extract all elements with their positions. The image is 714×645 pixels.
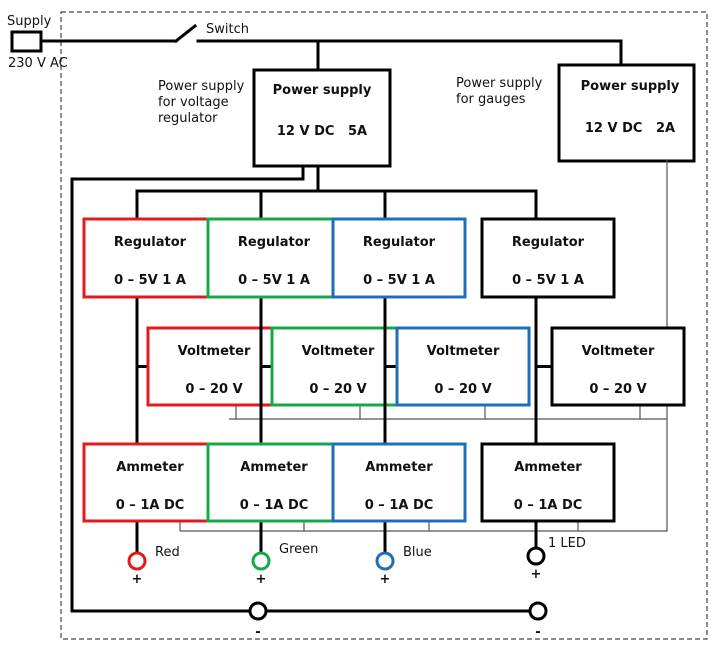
blue-ammeter: Ammeter 0 – 1A DC xyxy=(331,442,467,523)
voltmeter-rating: 0 – 20 V xyxy=(309,382,366,397)
mains-plug-icon xyxy=(10,30,43,53)
switch-icon xyxy=(173,23,198,44)
output-label: Red xyxy=(155,545,180,560)
red-ammeter: Ammeter 0 – 1A DC xyxy=(82,442,218,523)
output-terminal-icon[interactable] xyxy=(127,551,147,571)
ammeter-title: Ammeter xyxy=(365,460,433,475)
psu2-title: Power supply xyxy=(581,79,680,94)
regulator-rating: 0 – 5V 1 A xyxy=(512,273,584,288)
ground-polarity: - xyxy=(535,625,540,640)
ammeter-box xyxy=(82,442,218,523)
blue-regulator: Regulator 0 – 5V 1 A xyxy=(331,217,467,299)
green-regulator: Regulator 0 – 5V 1 A xyxy=(206,217,342,299)
gauge-supply-wire xyxy=(180,160,668,532)
voltmeter-rating: 0 – 20 V xyxy=(185,382,242,397)
regulator-title: Regulator xyxy=(114,235,187,250)
channel-red: Regulator 0 – 5V 1 A Voltmeter 0 – 20 V Amme… xyxy=(82,189,282,587)
black-ammeter: Ammeter 0 – 1A DC xyxy=(480,442,616,523)
regulator-rating: 0 – 5V 1 A xyxy=(238,273,310,288)
ammeter-title: Ammeter xyxy=(514,460,582,475)
psu1-caption-line2: for voltage xyxy=(158,95,229,110)
psu1-rating: 12 V DC 5A xyxy=(277,124,367,139)
psu2-rating: 12 V DC 2A xyxy=(585,121,675,136)
gauge-power-supply: Power supply for gauges Power supply 12 … xyxy=(456,63,696,163)
output-label: Blue xyxy=(403,545,432,560)
ground-return-wire xyxy=(70,164,540,613)
ammeter-rating: 0 – 1A DC xyxy=(240,498,309,513)
ground-polarity: - xyxy=(255,625,260,640)
red-voltmeter: Voltmeter 0 – 20 V xyxy=(146,326,282,407)
psu2-caption-line2: for gauges xyxy=(456,92,526,107)
channel-black: Regulator 0 – 5V 1 A Voltmeter 0 – 20 V Amme… xyxy=(480,189,686,582)
psu1-title: Power supply xyxy=(273,83,372,98)
enclosure-boundary xyxy=(60,11,708,640)
output-label: 1 LED xyxy=(548,536,586,551)
ground-terminal-icon[interactable] xyxy=(248,601,268,621)
voltmeter-rating: 0 – 20 V xyxy=(434,382,491,397)
ammeter-box xyxy=(206,442,342,523)
voltmeter-title: Voltmeter xyxy=(582,344,655,359)
output-terminal-icon[interactable] xyxy=(251,551,271,571)
terminal-polarity: + xyxy=(531,567,542,582)
voltmeter-box xyxy=(146,326,282,407)
regulator-box xyxy=(480,217,616,299)
terminal-polarity: + xyxy=(380,572,391,587)
output-label: Green xyxy=(279,542,318,557)
ammeter-title: Ammeter xyxy=(116,460,184,475)
voltmeter-box xyxy=(270,326,406,407)
terminal-polarity: + xyxy=(132,572,143,587)
ammeter-box xyxy=(480,442,616,523)
terminal-polarity: + xyxy=(256,572,267,587)
regulator-box xyxy=(331,217,467,299)
ammeter-rating: 0 – 1A DC xyxy=(365,498,434,513)
voltmeter-box xyxy=(550,326,686,407)
regulator-rating: 0 – 5V 1 A xyxy=(363,273,435,288)
regulator-title: Regulator xyxy=(363,235,436,250)
mains-bus-wire xyxy=(196,39,623,67)
voltmeter-title: Voltmeter xyxy=(427,344,500,359)
mains-supply: Supply 230 V AC Switch xyxy=(7,14,623,72)
voltmeter-title: Voltmeter xyxy=(178,344,251,359)
red-regulator: Regulator 0 – 5V 1 A xyxy=(82,217,218,299)
psu1-box xyxy=(252,68,392,168)
psu1-caption-line1: Power supply xyxy=(158,79,245,94)
ammeter-rating: 0 – 1A DC xyxy=(514,498,583,513)
mains-voltage-label: 230 V AC xyxy=(8,56,68,71)
regulator-title: Regulator xyxy=(512,235,585,250)
ammeter-title: Ammeter xyxy=(240,460,308,475)
voltmeter-title: Voltmeter xyxy=(302,344,375,359)
output-terminal-icon[interactable] xyxy=(526,546,546,566)
output-terminal-icon[interactable] xyxy=(375,551,395,571)
supply-label: Supply xyxy=(7,14,52,29)
psu2-caption-line1: Power supply xyxy=(456,76,543,91)
voltmeter-rating: 0 – 20 V xyxy=(589,382,646,397)
regulator-power-supply: Power supply for voltage regulator Power… xyxy=(158,68,392,168)
black-voltmeter: Voltmeter 0 – 20 V xyxy=(550,326,686,407)
regulator-rating: 0 – 5V 1 A xyxy=(114,273,186,288)
ground-terminal-icon[interactable] xyxy=(528,601,548,621)
green-ammeter: Ammeter 0 – 1A DC xyxy=(206,442,342,523)
channel-blue: Regulator 0 – 5V 1 A Voltmeter 0 – 20 V Amme… xyxy=(331,189,531,587)
blue-voltmeter: Voltmeter 0 – 20 V xyxy=(395,326,531,407)
switch-label: Switch xyxy=(206,22,249,37)
psu2-box xyxy=(557,63,696,163)
green-voltmeter: Voltmeter 0 – 20 V xyxy=(270,326,406,407)
channels: Regulator 0 – 5V 1 A Voltmeter 0 – 20 V Amme… xyxy=(82,189,686,587)
regulator-title: Regulator xyxy=(238,235,311,250)
psu1-caption-line3: regulator xyxy=(158,111,218,126)
ammeter-box xyxy=(331,442,467,523)
ammeter-rating: 0 – 1A DC xyxy=(116,498,185,513)
voltmeter-box xyxy=(395,326,531,407)
ground-terminals: -- xyxy=(248,601,548,640)
black-regulator: Regulator 0 – 5V 1 A xyxy=(480,217,616,299)
